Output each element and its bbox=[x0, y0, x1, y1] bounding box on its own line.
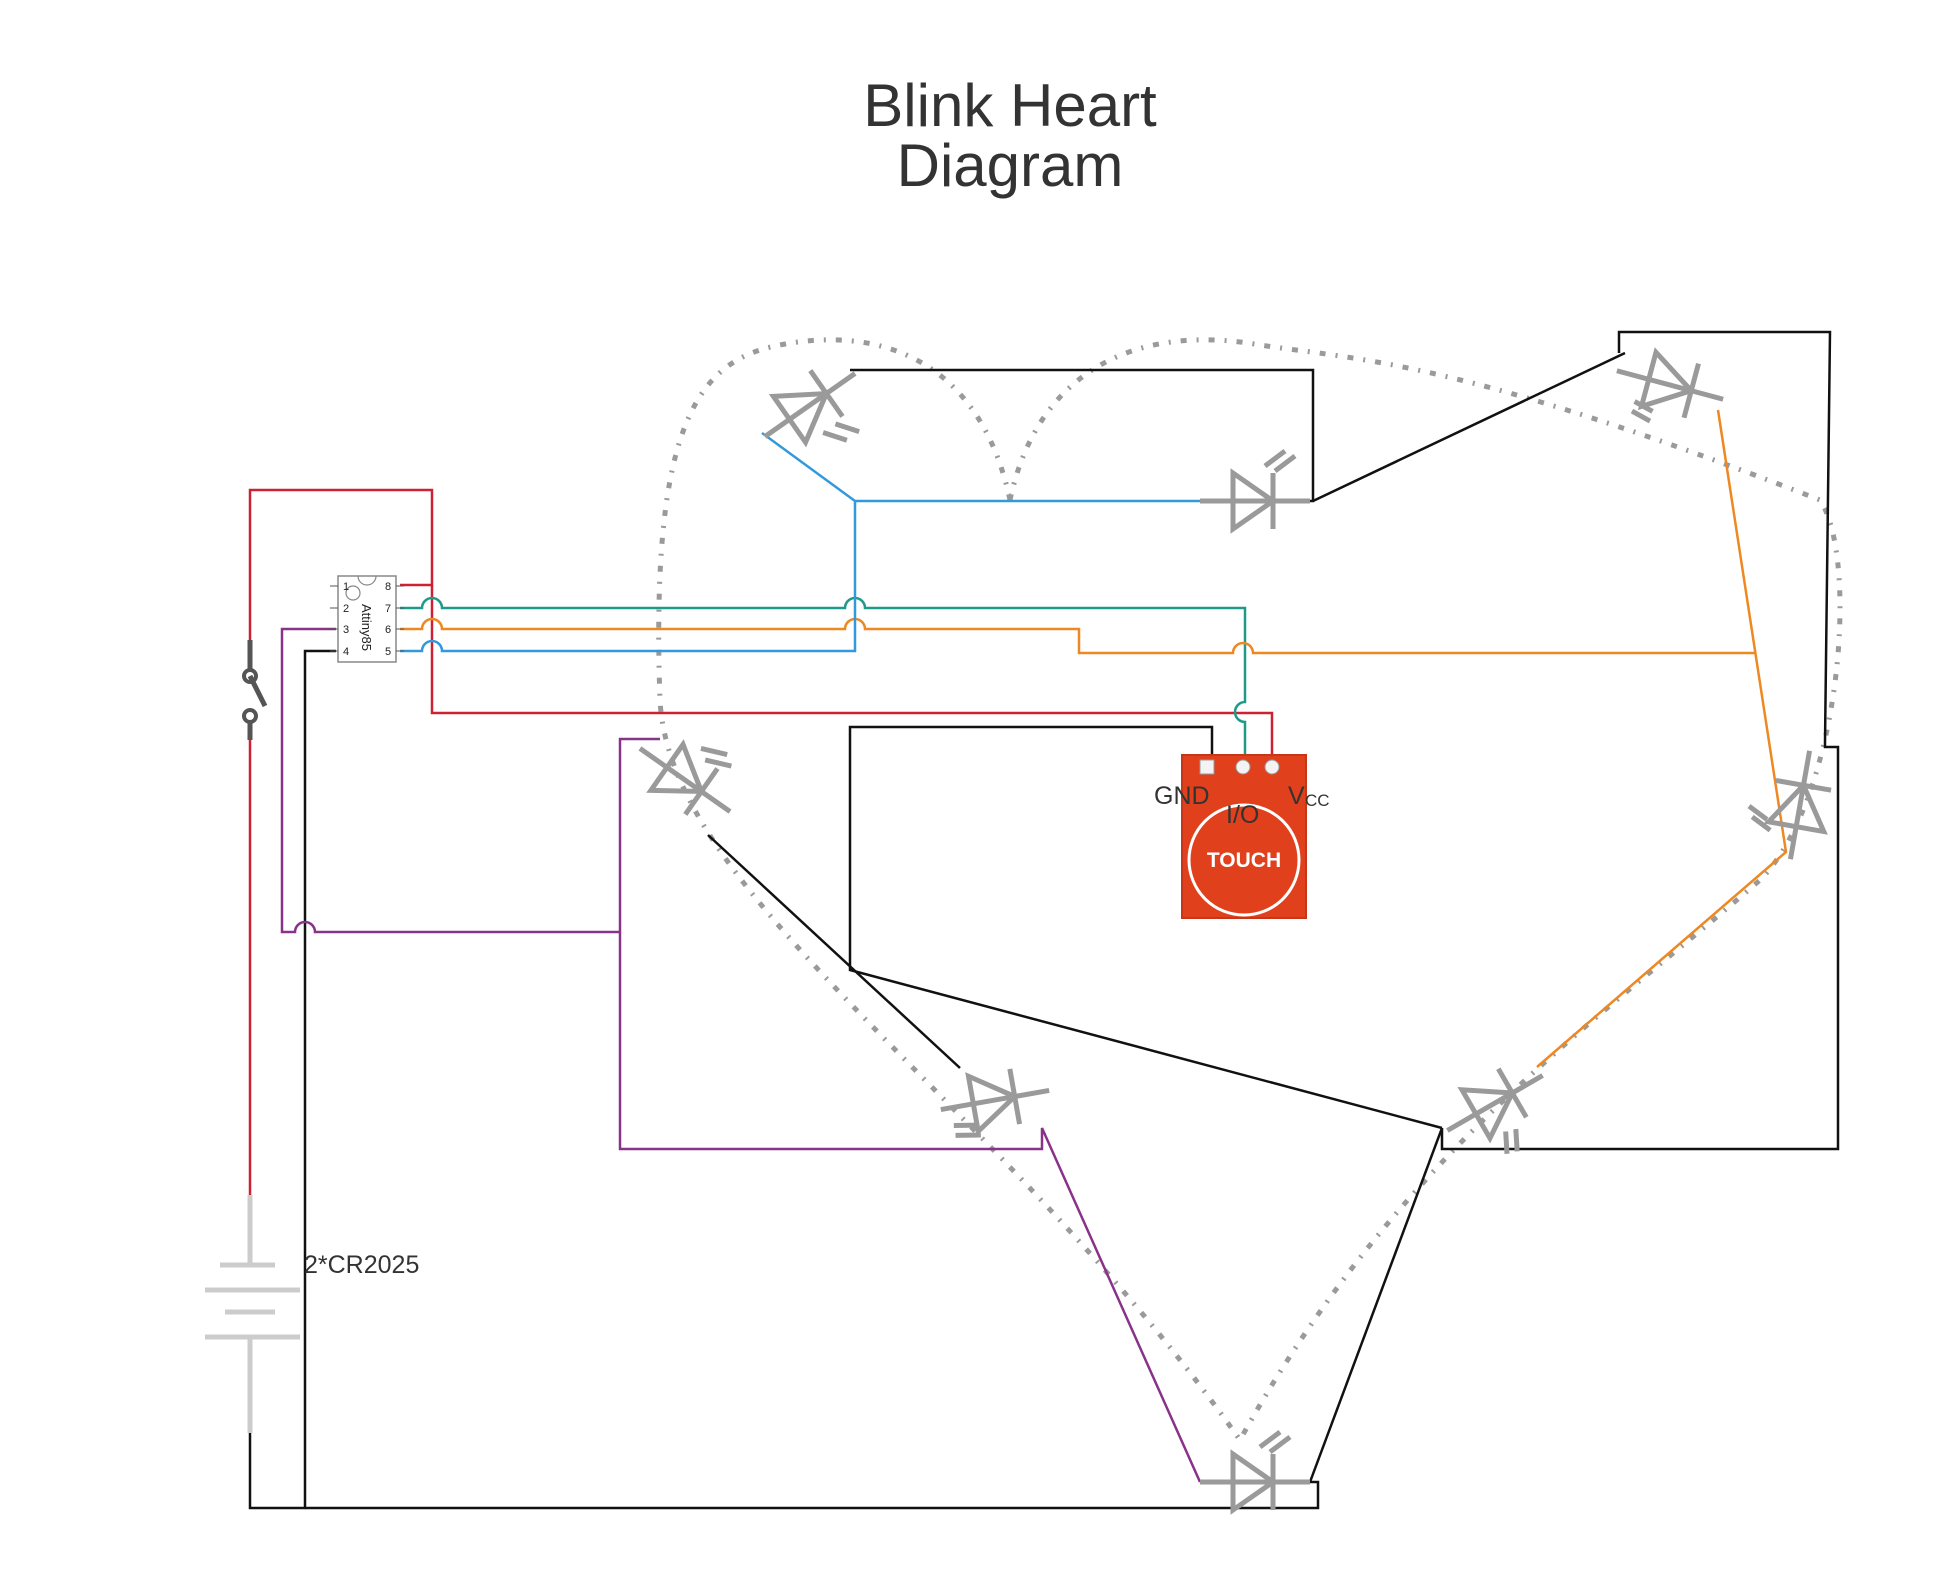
chip-pin-5: 5 bbox=[385, 646, 391, 658]
battery-symbol bbox=[205, 1195, 300, 1433]
led-lower-left bbox=[940, 1068, 1050, 1138]
led-top-center bbox=[1200, 449, 1310, 534]
led-left bbox=[638, 739, 732, 816]
led-lower-right bbox=[1446, 1067, 1544, 1154]
sensor-gnd-loop bbox=[848, 725, 1443, 1130]
power-switch bbox=[242, 640, 268, 740]
sensor-vcc-label: V bbox=[1288, 782, 1305, 810]
vcc-wire-left bbox=[248, 488, 434, 1195]
right-frame-wire bbox=[1440, 330, 1840, 1151]
chip-pin-2: 2 bbox=[343, 603, 349, 615]
sensor-gnd-label: GND bbox=[1154, 782, 1210, 810]
led-bottom-to-led-lower-right bbox=[1308, 1127, 1444, 1483]
led-bottom bbox=[1200, 1430, 1310, 1515]
gnd-wire-bottom bbox=[305, 1480, 1320, 1510]
pin6-orange-wire bbox=[400, 617, 1755, 655]
pin7-teal-wire bbox=[400, 596, 1247, 760]
diagram-title-line2: Diagram bbox=[897, 132, 1124, 199]
led-top-right bbox=[1616, 347, 1724, 424]
chip-name: Attiny85 bbox=[359, 604, 374, 651]
gnd-wire-main bbox=[248, 649, 336, 1510]
sensor-io-label: I/O bbox=[1226, 801, 1259, 829]
pin5-blue-wire bbox=[400, 431, 1200, 653]
orange-right-leds bbox=[1536, 409, 1788, 1068]
chip-pin-7: 7 bbox=[385, 603, 391, 615]
diagram-title-line1: Blink Heart bbox=[863, 72, 1157, 139]
pin3-purple-wire bbox=[280, 627, 1202, 1483]
chip-pin-6: 6 bbox=[385, 624, 391, 636]
led-left-to-led-lower-left bbox=[707, 834, 961, 1069]
chip-pin-3: 3 bbox=[343, 624, 349, 636]
sensor-vcc-subscript: CC bbox=[1305, 791, 1330, 810]
battery-label: 2*CR2025 bbox=[304, 1251, 419, 1279]
led-top-left bbox=[763, 369, 860, 448]
attiny85-chip: 1 2 3 4 8 7 6 5 Attiny85 bbox=[330, 575, 404, 663]
chip-pin-8: 8 bbox=[385, 581, 391, 593]
vcc-wire-to-sensor bbox=[430, 585, 1274, 760]
led-right bbox=[1747, 750, 1832, 860]
chip-pin-4: 4 bbox=[343, 646, 349, 658]
chip-pin-1: 1 bbox=[343, 581, 349, 593]
touch-pad-text: TOUCH bbox=[1207, 849, 1281, 872]
touch-sensor-module: TOUCH bbox=[1181, 754, 1307, 919]
